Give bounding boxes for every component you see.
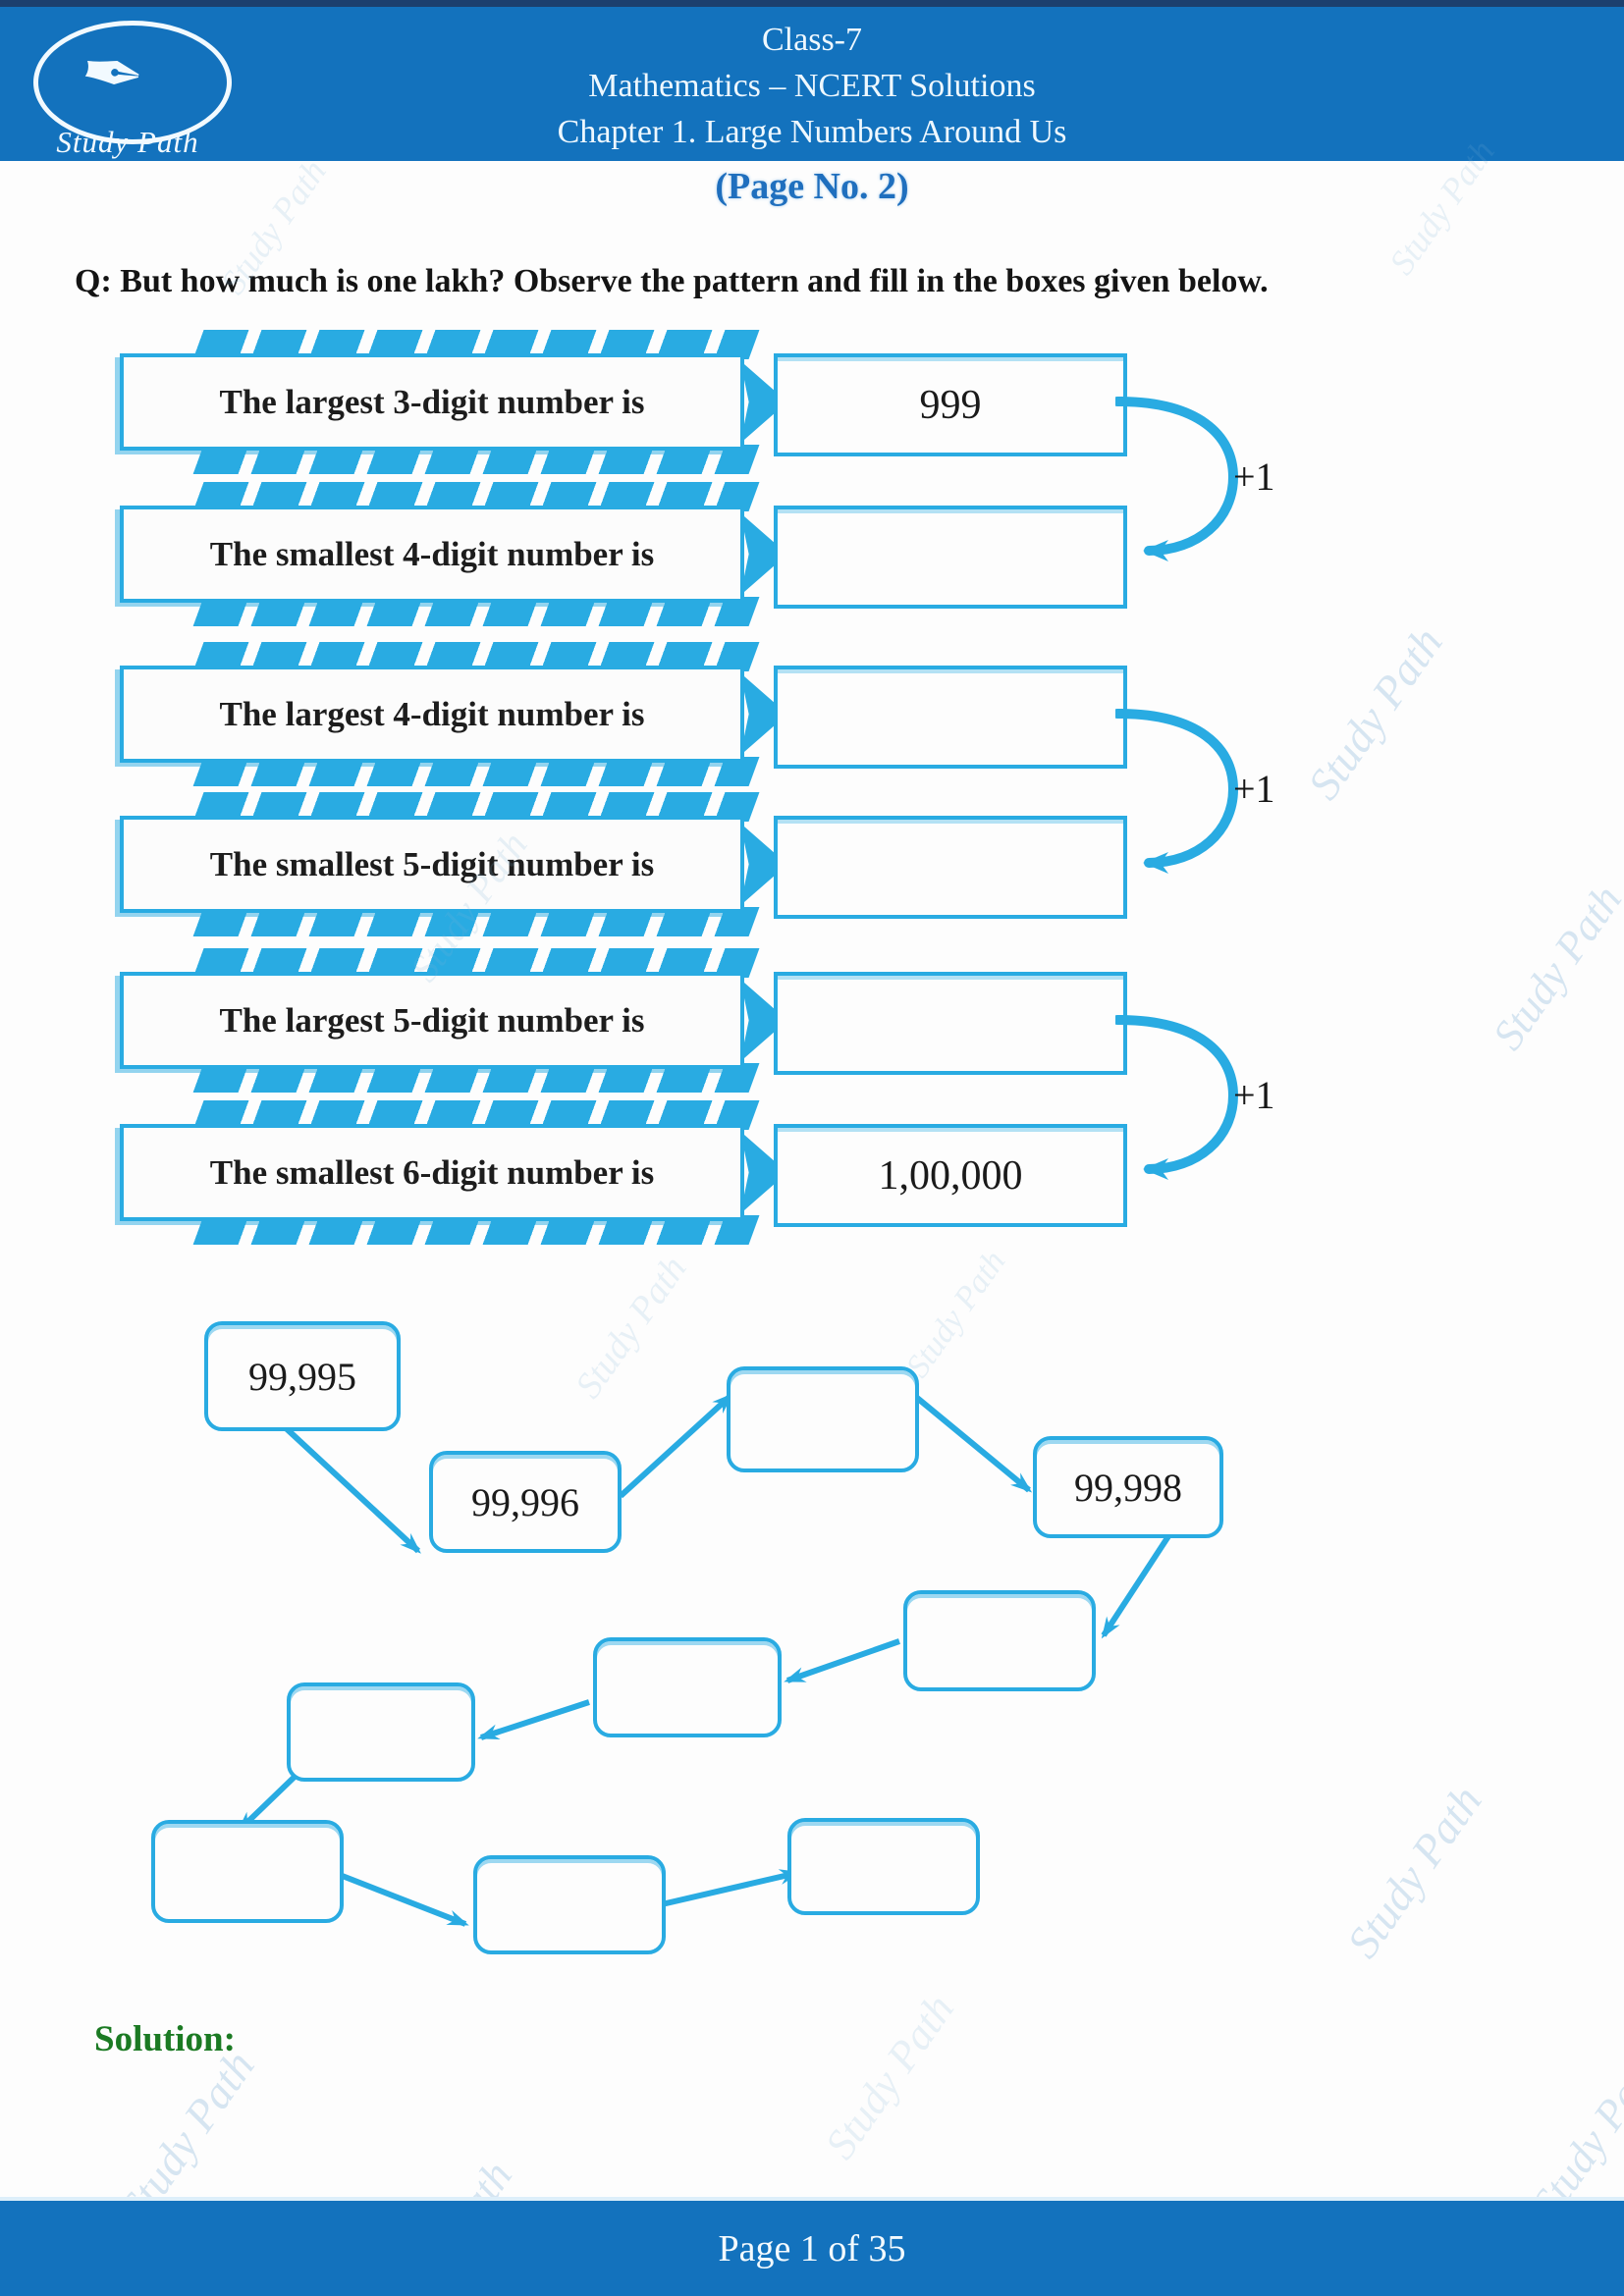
sequence-arrows (237, 1393, 1173, 1927)
question-text: Q: But how much is one lakh? Observe the… (75, 263, 1269, 299)
sequence-box (287, 1682, 475, 1782)
pattern-row: The largest 3-digit number is (120, 330, 787, 474)
header-chapter-line: Chapter 1. Large Numbers Around Us (557, 114, 1067, 150)
answer-box: 999 (774, 353, 1127, 456)
pattern-label: The smallest 4-digit number is (120, 506, 744, 603)
flow-arrow (280, 1422, 421, 1554)
flow-arrow (661, 1869, 801, 1907)
plus-one-arc (1115, 1015, 1239, 1180)
pattern-label: The largest 4-digit number is (120, 666, 744, 763)
flow-arrow (338, 1872, 469, 1927)
pattern-label: The smallest 6-digit number is (120, 1124, 744, 1221)
pattern-label: The smallest 5-digit number is (120, 816, 744, 913)
header-subject-line: Mathematics – NCERT Solutions (588, 68, 1036, 104)
logo-text: Study Path (56, 125, 199, 159)
answer-box (774, 666, 1127, 769)
sequence-box (903, 1590, 1096, 1691)
sequence-box (727, 1366, 919, 1472)
watermark: Study Path (815, 1985, 964, 2168)
flow-arrow (618, 1393, 733, 1499)
sequence-box (787, 1818, 980, 1915)
answer-box: 1,00,000 (774, 1124, 1127, 1227)
pattern-row: The largest 4-digit number is (120, 642, 787, 786)
flow-arrow (1101, 1531, 1173, 1639)
pattern-row: The smallest 4-digit number is (120, 482, 787, 626)
header-titles: Class-7 Mathematics – NCERT Solutions Ch… (0, 17, 1624, 155)
answer-box (774, 972, 1127, 1075)
footer-bar: Page 1 of 35 (0, 2197, 1624, 2296)
studypath-logo: ✒ Study Path (20, 13, 236, 160)
footer-page-text: Page 1 of 35 (718, 2227, 906, 2269)
sequence-box (473, 1855, 666, 1954)
sequence-box (151, 1820, 344, 1923)
pattern-label: The largest 3-digit number is (120, 353, 744, 451)
pattern-label: The largest 5-digit number is (120, 972, 744, 1069)
plus-one-label: +1 (1233, 767, 1275, 811)
header-class-line: Class-7 (762, 22, 862, 58)
logo-circle-icon (33, 21, 232, 144)
flow-arrow (784, 1638, 900, 1683)
top-navy-strip (0, 0, 1624, 7)
sequence-box: 99,996 (429, 1451, 622, 1553)
pattern-row: The smallest 6-digit number is (120, 1100, 787, 1245)
plus-one-label: +1 (1233, 454, 1275, 499)
watermark: Study Path (1297, 617, 1452, 809)
plus-one-label: +1 (1233, 1073, 1275, 1117)
answer-box (774, 506, 1127, 609)
sequence-box: 99,998 (1033, 1436, 1223, 1538)
watermark: Study Path (1483, 876, 1624, 1059)
page-number-label: (Page No. 2) (715, 166, 909, 207)
pattern-row: The smallest 5-digit number is (120, 792, 787, 936)
flow-arrow (915, 1395, 1033, 1493)
sequence-box: 99,995 (204, 1321, 401, 1431)
plus-one-arc (1115, 397, 1239, 561)
flow-arrow (477, 1699, 590, 1740)
answer-box (774, 816, 1127, 919)
pattern-row: The largest 5-digit number is (120, 948, 787, 1093)
solution-heading: Solution: (94, 2019, 236, 2059)
sequence-box (593, 1637, 782, 1737)
header-bar: ✒ Study Path Class-7 Mathematics – NCERT… (0, 7, 1624, 161)
plus-one-arc (1115, 709, 1239, 874)
